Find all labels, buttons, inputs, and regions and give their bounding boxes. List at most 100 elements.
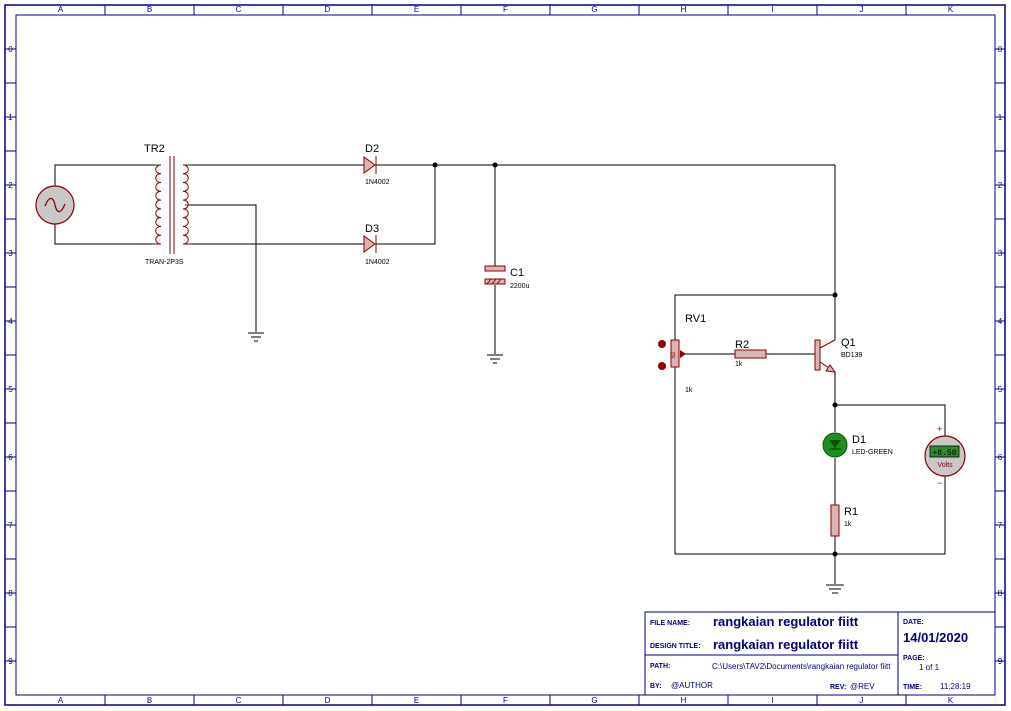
led-d1[interactable]: D1 LED-GREEN: [822, 432, 893, 458]
tr2-ref-label: TR2: [144, 143, 165, 155]
author-value: @AUTHOR: [671, 681, 713, 690]
potentiometer-rv1[interactable]: 82 RV1 1k: [658, 313, 706, 394]
revision-value: @REV: [850, 682, 875, 691]
grid-column-label: E: [414, 5, 419, 14]
diode-d3[interactable]: D3 1N4002: [363, 223, 390, 266]
grid-row-label: 2: [8, 181, 13, 190]
grid-row-label: 0: [998, 45, 1003, 54]
ac-source-symbol[interactable]: [35, 185, 75, 225]
grid-column-label: J: [860, 696, 864, 705]
grid-column-label: G: [591, 5, 597, 14]
time-value: 11:28:19: [940, 682, 971, 691]
grid-row-label: 0: [8, 45, 13, 54]
grid-row-label: 9: [998, 657, 1003, 666]
q1-value-label: BD139: [841, 352, 863, 359]
ground-symbol-transformer: [248, 332, 264, 342]
grid-row-label: 7: [8, 521, 13, 530]
grid-column-label: H: [681, 5, 687, 14]
grid-column-label: A: [58, 696, 64, 705]
grid-row-label: 8: [998, 589, 1003, 598]
sheet-border: A A B B C C D D E E F F G G H H I I J J K K 0 0 1 1 2 2 3 3 4 4 5 5 6 6 7 7 8 8…: [4, 4, 1006, 706]
d2-ref-label: D2: [365, 143, 379, 155]
grid-row-label: 6: [8, 453, 13, 462]
grid-row-label: 3: [8, 249, 13, 258]
dc-voltmeter[interactable]: +8.58 Volts + −: [924, 424, 966, 488]
grid-column-label: B: [147, 5, 152, 14]
diode-d2[interactable]: D2 1N4002: [363, 143, 390, 186]
page-label: PAGE:: [903, 655, 925, 662]
grid-column-label: I: [771, 5, 773, 14]
r1-value-label: 1k: [844, 521, 852, 528]
date-label: DATE:: [903, 619, 924, 626]
time-label: TIME:: [903, 684, 922, 691]
rv1-decrease-button[interactable]: [658, 362, 666, 370]
transistor-q1[interactable]: Q1 BD139: [814, 337, 863, 373]
voltmeter-plus-label: +: [937, 424, 942, 434]
capacitor-c1[interactable]: C1 2200u: [484, 265, 530, 290]
grid-column-label: D: [325, 5, 331, 14]
design-title-label: DESIGN TITLE:: [650, 643, 701, 650]
grid-column-label: J: [860, 5, 864, 14]
rv1-ref-label: RV1: [685, 313, 706, 325]
grid-column-label: I: [771, 696, 773, 705]
voltmeter-reading: +8.58: [932, 449, 956, 458]
d1-ref-label: D1: [852, 434, 866, 446]
q1-ref-label: Q1: [841, 337, 856, 349]
d1-value-label: LED-GREEN: [852, 449, 893, 456]
r2-value-label: 1k: [735, 361, 743, 368]
resistor-r1[interactable]: R1 1k: [830, 504, 858, 537]
rv1-increase-button[interactable]: [658, 340, 666, 348]
file-name-label: FILE NAME:: [650, 620, 690, 627]
grid-row-label: 1: [998, 113, 1003, 122]
grid-column-label: K: [948, 5, 954, 14]
voltmeter-minus-label: −: [937, 478, 942, 488]
r2-ref-label: R2: [735, 339, 749, 351]
rv1-wiper-position: 82: [671, 351, 677, 358]
grid-column-label: D: [325, 696, 331, 705]
grid-row-label: 1: [8, 113, 13, 122]
grid-column-label: E: [414, 696, 419, 705]
grid-column-label: C: [236, 5, 242, 14]
page-value: 1 of 1: [919, 663, 940, 672]
revision-label: REV:: [830, 684, 846, 691]
grid-column-label: C: [236, 696, 242, 705]
date-value: 14/01/2020: [903, 630, 968, 645]
grid-row-label: 9: [8, 657, 13, 666]
d3-ref-label: D3: [365, 223, 379, 235]
grid-row-label: 8: [8, 589, 13, 598]
grid-row-label: 5: [998, 385, 1003, 394]
rv1-value-label: 1k: [685, 387, 693, 394]
grid-row-label: 3: [998, 249, 1003, 258]
design-title-value: rangkaian regulator fiitt: [713, 637, 859, 652]
ground-symbol-capacitor: [487, 354, 503, 364]
grid-column-label: K: [948, 696, 954, 705]
grid-column-label: F: [503, 5, 508, 14]
title-block: FILE NAME: rangkaian regulator fiitt DES…: [644, 611, 996, 696]
r1-ref-label: R1: [844, 506, 858, 518]
grid-row-label: 7: [998, 521, 1003, 530]
grid-row-label: 5: [8, 385, 13, 394]
grid-row-label: 4: [8, 317, 13, 326]
author-label: BY:: [650, 683, 662, 690]
grid-column-label: B: [147, 696, 152, 705]
tr2-value-label: TRAN-2P3S: [145, 259, 184, 266]
junction-dots: [432, 162, 838, 557]
grid-row-label: 6: [998, 453, 1003, 462]
d3-value-label: 1N4002: [365, 259, 390, 266]
grid-row-label: 4: [998, 317, 1003, 326]
c1-ref-label: C1: [510, 267, 524, 279]
transformer-tr2[interactable]: TR2 TRAN-2P3S: [144, 143, 190, 266]
resistor-r2[interactable]: R2 1k: [734, 339, 767, 368]
c1-value-label: 2200u: [510, 283, 530, 290]
grid-column-label: G: [591, 696, 597, 705]
grid-column-label: H: [681, 696, 687, 705]
file-name-value: rangkaian regulator fiitt: [713, 614, 859, 629]
grid-column-label: F: [503, 696, 508, 705]
grid-row-label: 2: [998, 181, 1003, 190]
grid-column-label: A: [58, 5, 64, 14]
voltmeter-unit-label: Volts: [937, 462, 953, 469]
ground-symbol-output: [826, 584, 844, 594]
path-value: C:\Users\TAV2\Documents\rangkaian regula…: [712, 662, 891, 671]
wires: [54, 164, 946, 584]
